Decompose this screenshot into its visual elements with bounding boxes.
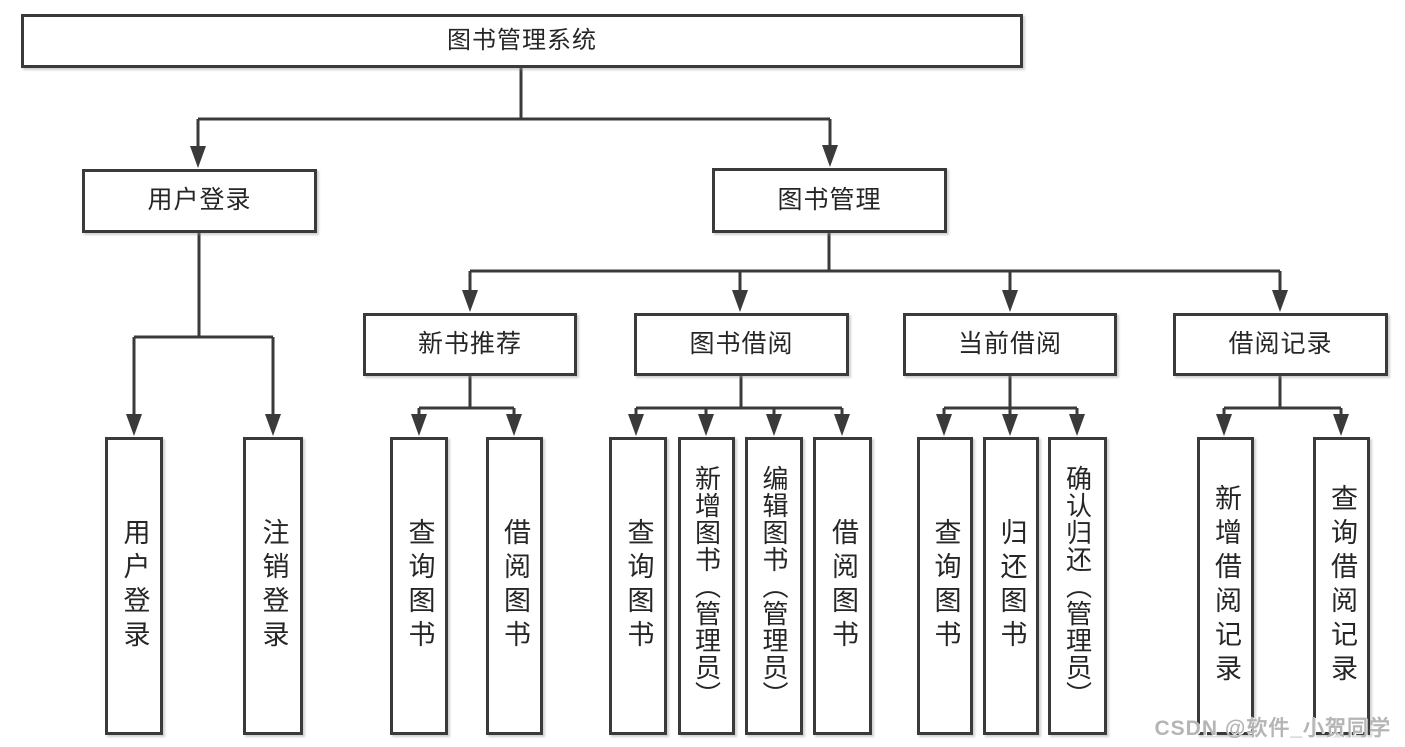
node-leaf-query-books-1: 查询图书 (390, 437, 448, 735)
node-label: 注销登录 (258, 518, 289, 654)
node-leaf-add-books-admin: 新增图书（管理员） (678, 437, 735, 735)
node-leaf-query-borrow-record: 查询借阅记录 (1313, 437, 1370, 735)
connector-path (132, 68, 1343, 416)
node-label: 新书推荐 (417, 329, 522, 358)
node-label: 归还图书 (996, 518, 1027, 654)
node-label: 当前借阅 (957, 329, 1062, 358)
node-leaf-add-borrow-record: 新增借阅记录 (1197, 437, 1254, 735)
node-label: 查询图书 (404, 518, 435, 654)
node-leaf-edit-books-admin: 编辑图书（管理员） (745, 437, 803, 735)
node-label: 图书借阅 (689, 329, 794, 358)
node-book-management-branch: 图书管理 (712, 168, 947, 233)
node-current-borrowing: 当前借阅 (903, 313, 1117, 376)
node-label: 查询借阅记录 (1327, 484, 1357, 688)
node-leaf-query-books-2: 查询图书 (609, 437, 667, 735)
node-label: 用户登录 (119, 518, 150, 654)
node-borrowing-records: 借阅记录 (1173, 313, 1388, 376)
csdn-watermark: CSDN @软件_小贺同学 (1154, 717, 1391, 740)
node-leaf-borrow-books-1: 借阅图书 (486, 437, 543, 735)
node-label: 查询图书 (623, 518, 654, 654)
node-book-borrowing: 图书借阅 (634, 313, 849, 376)
node-label: 查询图书 (930, 518, 961, 654)
arrowheads (126, 145, 1349, 436)
node-label: 编辑图书（管理员） (759, 464, 789, 708)
node-leaf-confirm-return-admin: 确认归还（管理员） (1048, 437, 1107, 735)
node-leaf-user-login: 用户登录 (105, 437, 163, 735)
node-label: 借阅图书 (828, 518, 858, 654)
node-label: 新增图书（管理员） (691, 464, 722, 708)
node-new-book-recommend: 新书推荐 (363, 313, 577, 376)
node-leaf-borrow-books-2: 借阅图书 (813, 437, 872, 735)
node-leaf-logout: 注销登录 (243, 437, 303, 735)
node-label: 用户登录 (147, 186, 252, 215)
node-label: 新增借阅记录 (1211, 484, 1241, 688)
node-label: 确认归还（管理员） (1062, 464, 1093, 708)
node-leaf-return-books: 归还图书 (983, 437, 1039, 735)
node-user-login-branch: 用户登录 (82, 169, 317, 233)
node-label: 图书管理 (777, 185, 882, 214)
node-library-management-system: 图书管理系统 (21, 14, 1023, 68)
node-label: 借阅记录 (1228, 329, 1333, 358)
node-label: 图书管理系统 (447, 27, 597, 54)
node-label: 借阅图书 (500, 518, 530, 654)
node-leaf-query-books-3: 查询图书 (917, 437, 973, 735)
